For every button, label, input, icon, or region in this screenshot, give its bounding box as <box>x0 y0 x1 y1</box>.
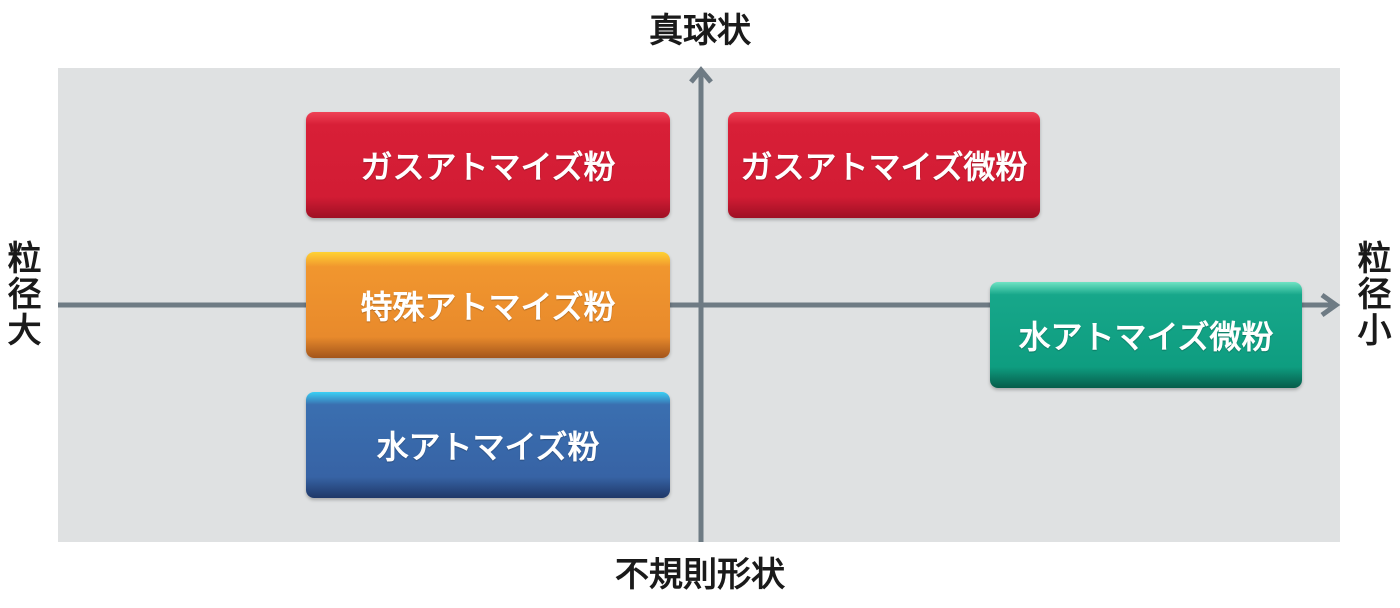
gas-atomized-label: ガスアトマイズ粉 <box>360 148 616 186</box>
gas-atomized-box: ガスアトマイズ粉 <box>306 112 670 218</box>
axis-label-right: 粒径小 <box>1351 240 1391 348</box>
up-arrow-head <box>689 66 713 84</box>
gas-atomized-fine-label: ガスアトマイズ微粉 <box>740 148 1028 186</box>
right-arrow-head <box>1320 292 1341 318</box>
water-atomized-fine-label: 水アトマイズ微粉 <box>1018 318 1274 356</box>
axis-label-left: 粒径大 <box>1 240 41 348</box>
water-atomized-label: 水アトマイズ粉 <box>376 428 600 466</box>
axis-label-bottom: 不規則形状 <box>615 555 785 595</box>
water-atomized-fine-box: 水アトマイズ微粉 <box>990 282 1302 388</box>
axis-label-top: 真球状 <box>649 11 751 51</box>
special-atomized-label: 特殊アトマイズ粉 <box>360 288 616 326</box>
special-atomized-box: 特殊アトマイズ粉 <box>306 252 670 358</box>
water-atomized-box: 水アトマイズ粉 <box>306 392 670 498</box>
gas-atomized-fine-box: ガスアトマイズ微粉 <box>728 112 1040 218</box>
